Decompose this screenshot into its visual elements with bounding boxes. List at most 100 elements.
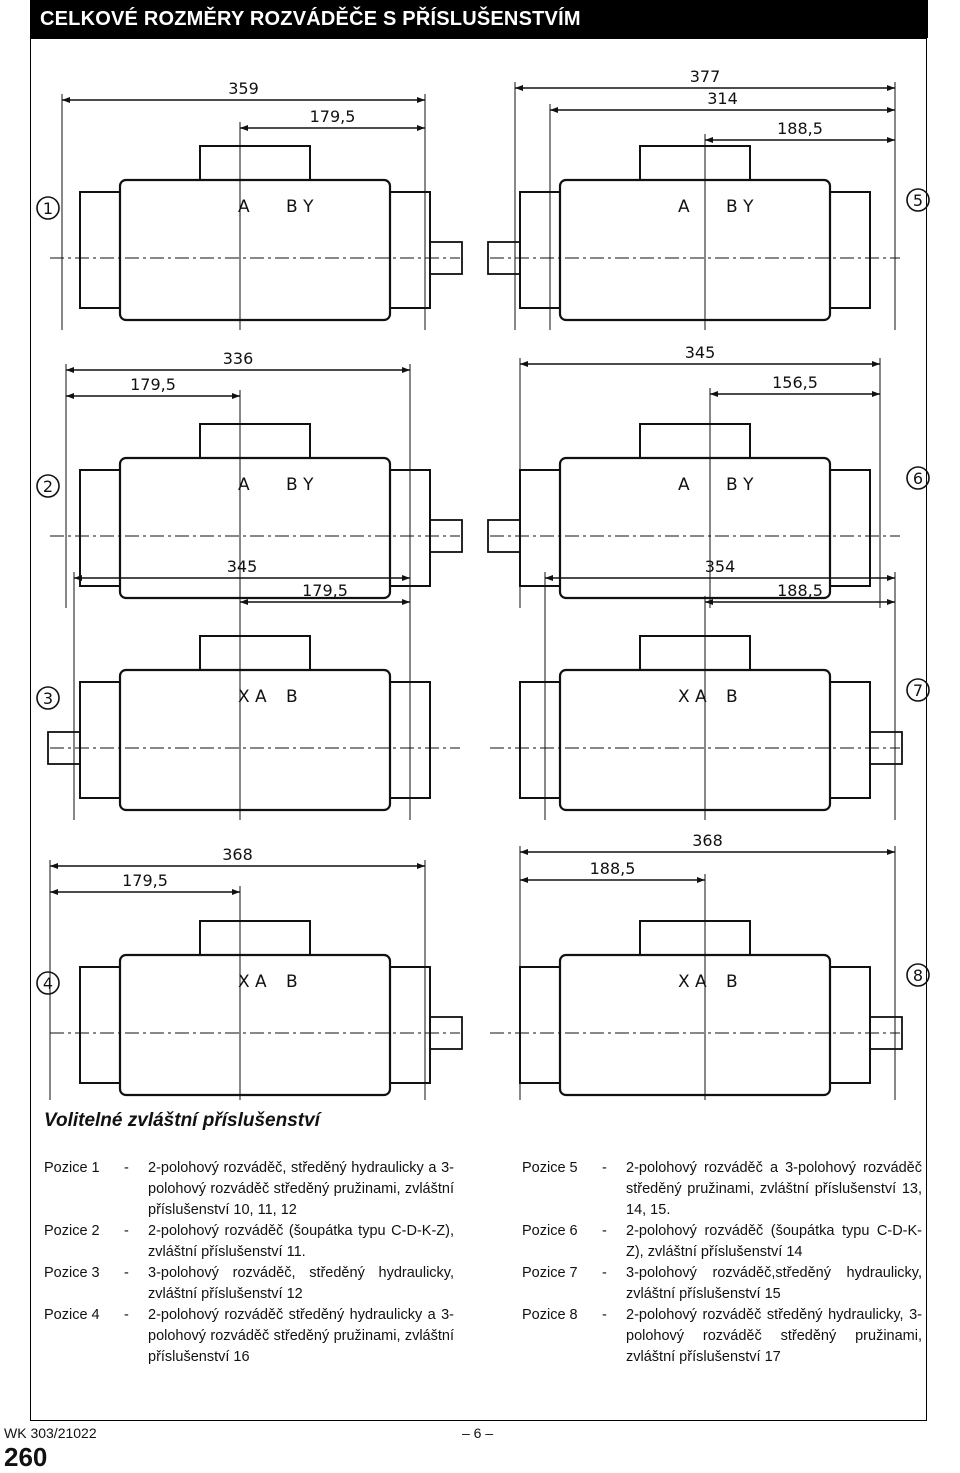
position-marker — [906, 188, 930, 212]
page-frame — [30, 38, 927, 1421]
legend-separator: - — [124, 1223, 129, 1239]
valve-body — [118, 178, 392, 322]
solenoid-left — [519, 191, 561, 309]
port-label: X A — [238, 687, 267, 707]
dimension-value: 179,5 — [310, 107, 356, 126]
port-label: A — [238, 197, 250, 217]
legend-item-pozice-1: Pozice 1 - 2-polohový rozváděč, středěný… — [44, 1158, 454, 1221]
end-fitting — [47, 731, 81, 765]
legend-text: 2-polohový rozváděč (šoupátka typu C-D-K… — [148, 1223, 454, 1260]
dimension-value: 156,5 — [772, 373, 818, 392]
valve-top-cap — [639, 635, 751, 671]
port-label: B — [726, 687, 738, 707]
end-fitting — [429, 1016, 463, 1050]
dimension-value: 188,5 — [590, 859, 636, 878]
valve-top-cap — [199, 920, 311, 956]
valve-body — [118, 456, 392, 600]
position-number: 8 — [913, 966, 923, 985]
legend-label: Pozice 8 — [522, 1307, 578, 1323]
legend-label: Pozice 4 — [44, 1307, 100, 1323]
dimension-value: 188,5 — [777, 581, 823, 600]
solenoid-left — [79, 469, 121, 587]
legend-separator: - — [124, 1160, 129, 1176]
legend-label: Pozice 1 — [44, 1160, 100, 1176]
legend-item-pozice-5: Pozice 5 - 2-polohový rozváděč a 3-poloh… — [522, 1158, 922, 1221]
accessories-list-right: Pozice 5 - 2-polohový rozváděč a 3-poloh… — [522, 1158, 922, 1368]
valve-top-cap — [639, 145, 751, 181]
end-fitting — [487, 519, 521, 553]
dimension-value: 345 — [685, 343, 716, 362]
solenoid-right — [389, 191, 431, 309]
valve-top-cap — [639, 920, 751, 956]
position-marker — [906, 678, 930, 702]
legend-text: 2-polohový rozváděč a 3-polohový rozvádě… — [626, 1160, 922, 1218]
port-label: B Y — [726, 197, 754, 217]
position-marker — [906, 466, 930, 490]
valve-top-cap — [199, 145, 311, 181]
solenoid-left — [79, 681, 121, 799]
port-label: B Y — [726, 475, 754, 495]
port-label: X A — [238, 972, 267, 992]
legend-separator: - — [124, 1265, 129, 1281]
valve-top-cap — [199, 635, 311, 671]
legend-label: Pozice 7 — [522, 1265, 578, 1281]
position-number: 3 — [43, 689, 53, 708]
position-marker — [36, 971, 60, 995]
legend-item-pozice-3: Pozice 3 - 3-polohový rozváděč, středěný… — [44, 1263, 454, 1305]
solenoid-right — [829, 469, 871, 587]
port-label: B — [286, 687, 298, 707]
legend-text: 2-polohový rozváděč středěný hydraulicky… — [626, 1307, 922, 1365]
valve-body — [558, 178, 832, 322]
valve-top-cap — [639, 423, 751, 459]
legend-separator: - — [602, 1265, 607, 1281]
legend-text: 2-polohový rozváděč (šoupátka typu C-D-K… — [626, 1223, 922, 1260]
end-fitting — [487, 241, 521, 275]
port-label: A — [678, 197, 690, 217]
solenoid-left — [79, 191, 121, 309]
accessories-list-left: Pozice 1 - 2-polohový rozváděč, středěný… — [44, 1158, 454, 1368]
legend-label: Pozice 5 — [522, 1160, 578, 1176]
position-number: 1 — [43, 199, 53, 218]
port-label: B Y — [286, 475, 314, 495]
solenoid-right — [389, 681, 431, 799]
legend-item-pozice-6: Pozice 6 - 2-polohový rozváděč (šoupátka… — [522, 1221, 922, 1263]
legend-item-pozice-7: Pozice 7 - 3-polohový rozváděč,středěný … — [522, 1263, 922, 1305]
dimension-value: 359 — [228, 79, 259, 98]
end-fitting — [869, 731, 903, 765]
solenoid-right — [389, 966, 431, 1084]
position-number: 7 — [913, 681, 923, 700]
position-number: 4 — [43, 974, 53, 993]
end-fitting — [869, 1016, 903, 1050]
legend-item-pozice-4: Pozice 4 - 2-polohový rozváděč středěný … — [44, 1305, 454, 1368]
legend-item-pozice-2: Pozice 2 - 2-polohový rozváděč (šoupátka… — [44, 1221, 454, 1263]
solenoid-right — [829, 191, 871, 309]
port-label: A — [238, 475, 250, 495]
valve-top-cap — [199, 423, 311, 459]
port-label: B — [726, 972, 738, 992]
legend-item-pozice-8: Pozice 8 - 2-polohový rozváděč středěný … — [522, 1305, 922, 1368]
legend-separator: - — [602, 1307, 607, 1323]
legend-text: 2-polohový rozváděč středěný hydraulicky… — [148, 1307, 454, 1365]
legend-separator: - — [602, 1223, 607, 1239]
position-marker — [906, 963, 930, 987]
position-marker — [36, 474, 60, 498]
position-number: 5 — [913, 191, 923, 210]
page-title-text: CELKOVÉ ROZMĚRY ROZVÁDĚČE S PŘÍSLUŠENSTV… — [40, 7, 581, 30]
solenoid-left — [519, 966, 561, 1084]
document-number: WK 303/21022 — [4, 1425, 97, 1441]
legend-text: 3-polohový rozváděč, středěný hydraulick… — [148, 1265, 454, 1302]
position-number: 6 — [913, 469, 923, 488]
position-marker — [36, 686, 60, 710]
dimension-value: 377 — [690, 67, 721, 86]
legend-text: 3-polohový rozváděč,středěný hydraulicky… — [626, 1265, 922, 1302]
legend-text: 2-polohový rozváděč, středěný hydraulick… — [148, 1160, 454, 1218]
page-indicator: – 6 – — [462, 1425, 494, 1441]
port-label: X A — [678, 972, 707, 992]
position-marker — [36, 196, 60, 220]
